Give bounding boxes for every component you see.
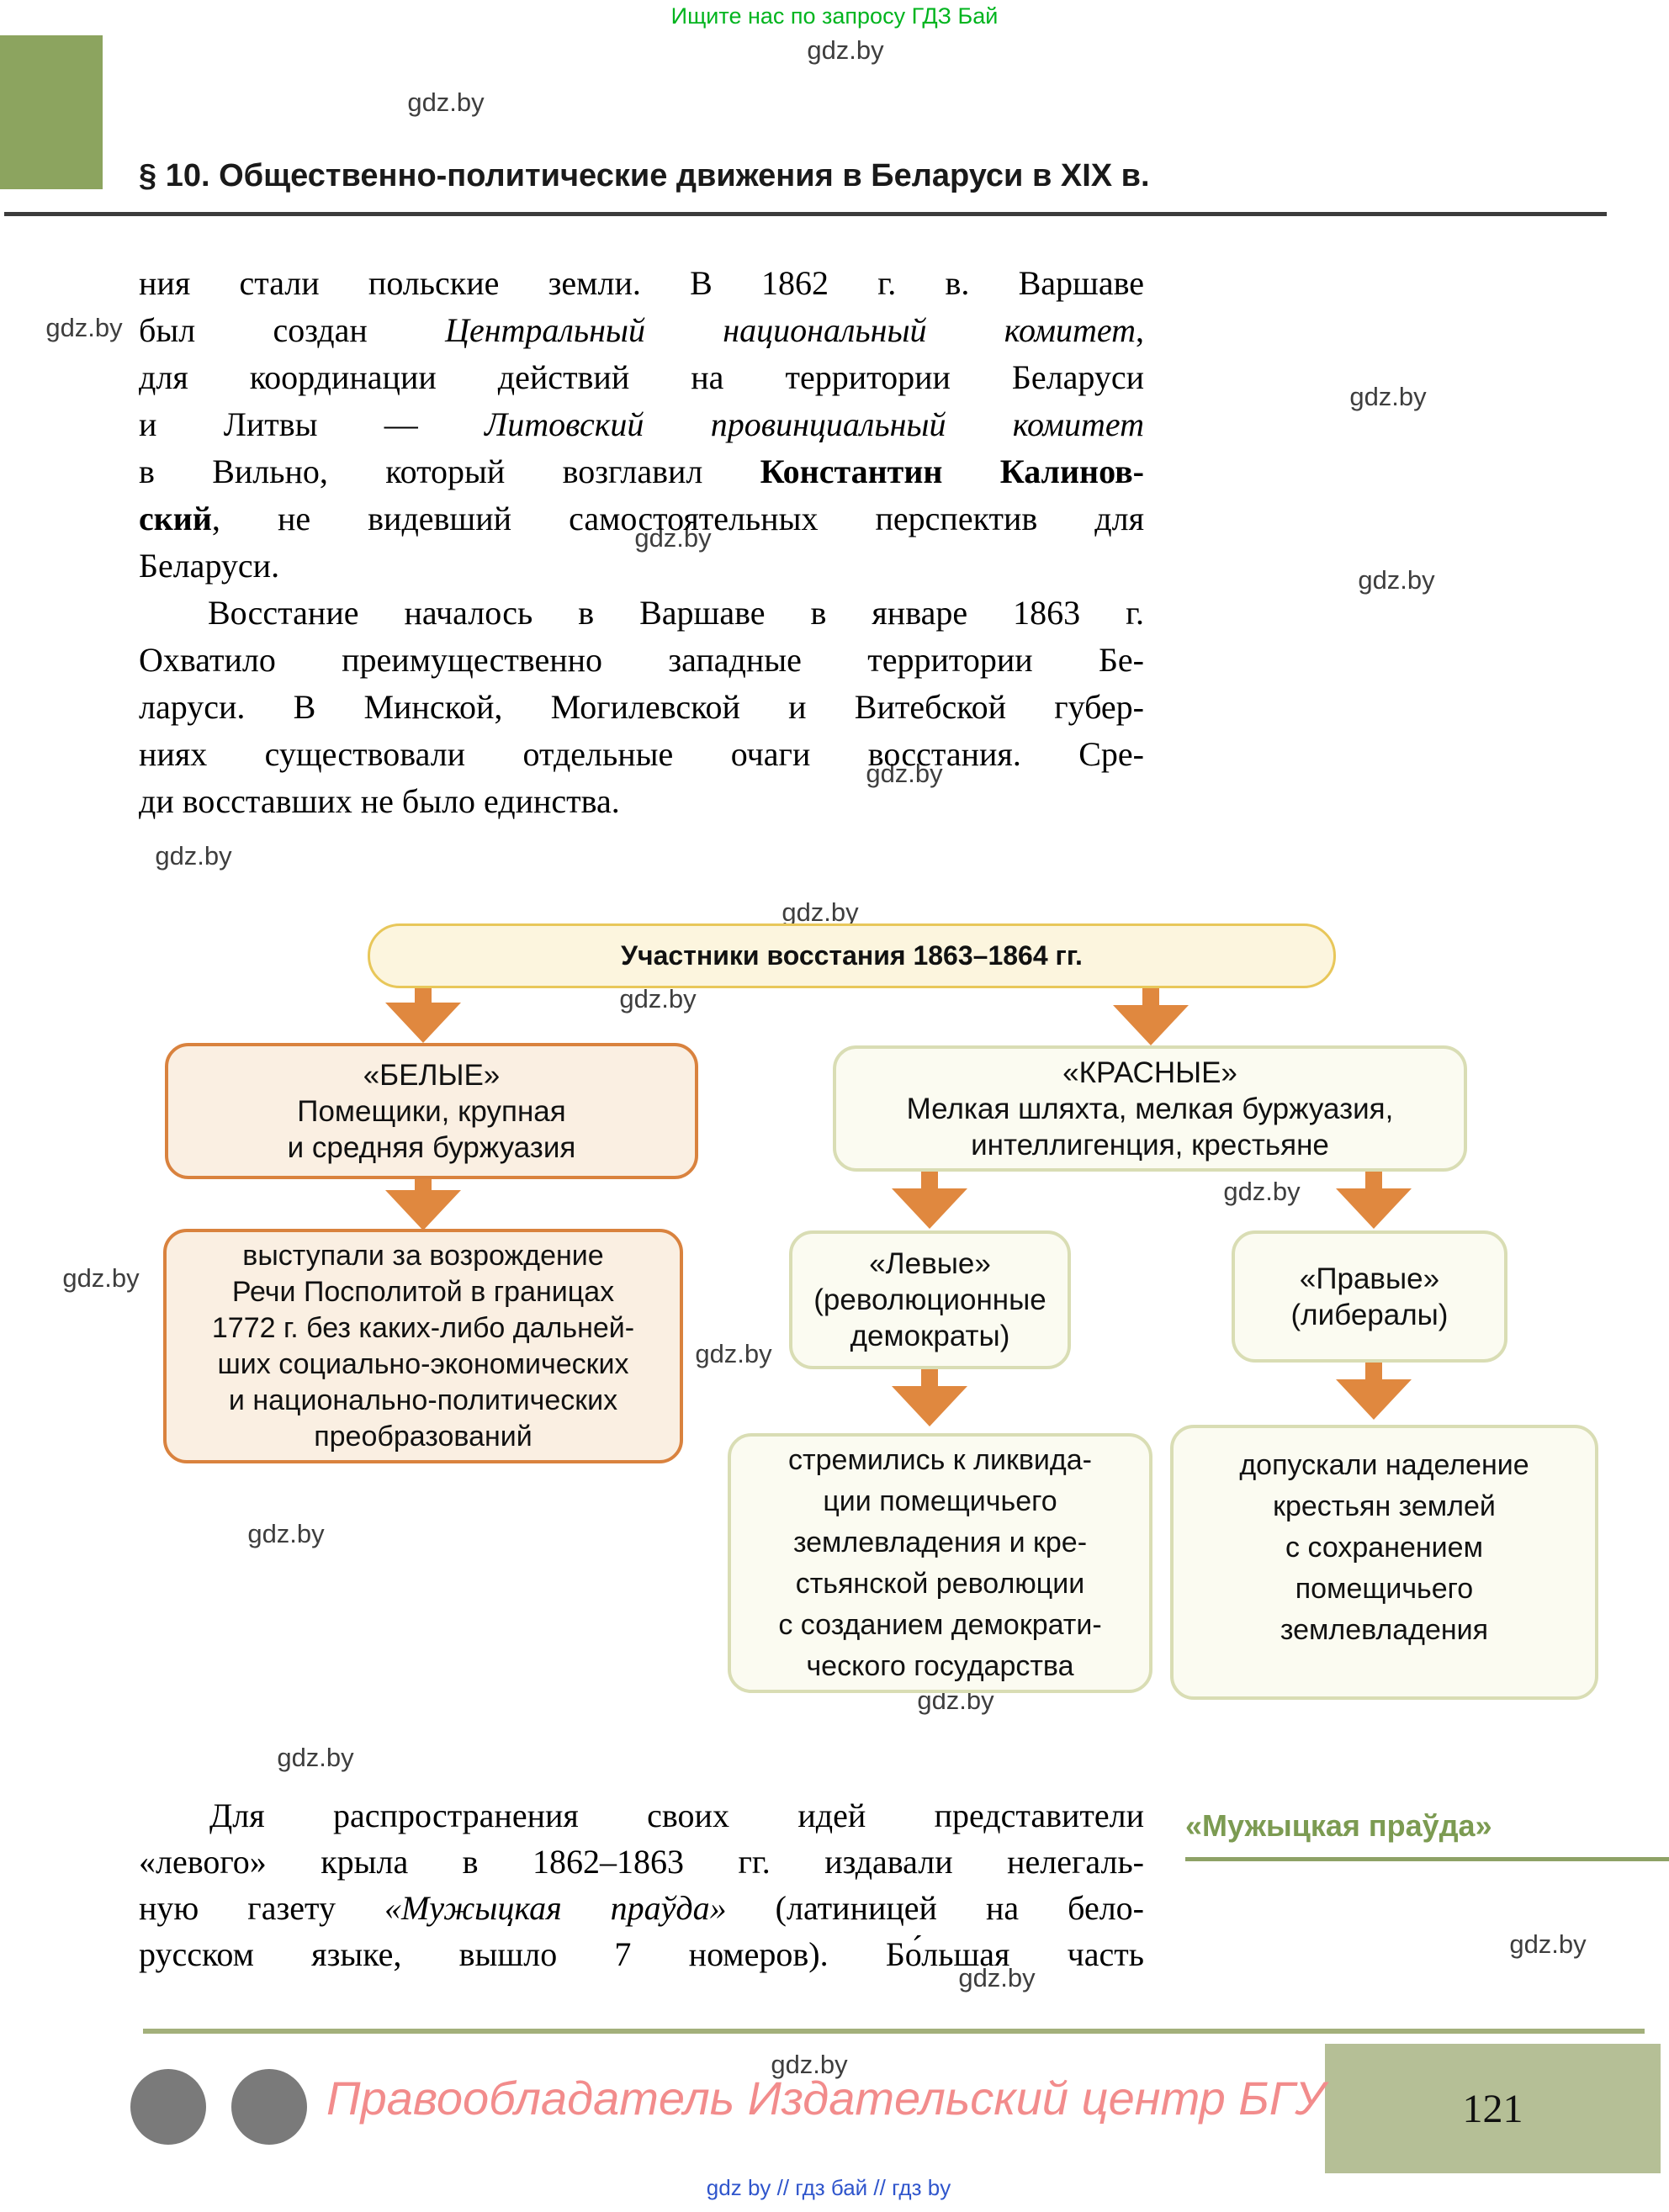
page-number-box: 121 xyxy=(1325,2044,1661,2173)
levye-description-box: стремились к ликвида- ции помещичьего зе… xyxy=(728,1433,1152,1693)
scheme-title-box: Участники восстания 1863–1864 гг. xyxy=(368,923,1336,988)
paragraph-line: и Литвы — Литовский провинциальный комит… xyxy=(139,405,1144,443)
paragraph-line: ную газету «Мужыцкая праўда» (латиницей … xyxy=(139,1889,1144,1927)
gdz-watermark: gdz.by xyxy=(695,1339,772,1368)
header-rule xyxy=(4,212,1607,216)
gdz-watermark: gdz.by xyxy=(277,1743,354,1772)
gdz-watermark: gdz.by xyxy=(45,313,123,342)
arrow-down-icon xyxy=(892,1369,967,1426)
gdz-watermark: gdz.by xyxy=(1509,1929,1587,1959)
paragraph-line: ларуси. В Минской, Могилевской и Витебск… xyxy=(139,688,1144,726)
scheme-title: Участники восстания 1863–1864 гг. xyxy=(621,940,1083,971)
paragraph-line: в Вильно, который возглавил Константин К… xyxy=(139,452,1145,490)
body-text-column: Для распространения своих идей представи… xyxy=(139,1792,1144,1977)
paragraph-line: для координации действий на территории Б… xyxy=(139,358,1144,396)
promo-banner: Ищите нас по запросу ГДЗ Бай xyxy=(670,3,999,29)
gdz-watermark: gdz.by xyxy=(155,841,232,871)
gdz-watermark: gdz.by xyxy=(782,897,859,927)
margin-note: «Мужыцкая праўда» xyxy=(1185,1808,1492,1843)
paragraph-line: ди восставших не было единства. xyxy=(139,782,620,820)
footer-rule xyxy=(143,2029,1645,2034)
paragraph-line: Для распространения своих идей представи… xyxy=(209,1797,1144,1834)
paragraph-line: Восстание началось в Варшаве в январе 18… xyxy=(208,594,1144,632)
margin-note-rule xyxy=(1185,1857,1669,1861)
paragraph-line: ния стали польские земли. В 1862 г. в. В… xyxy=(139,264,1144,302)
arrow-down-icon xyxy=(385,1179,461,1230)
levye-box: «Левые» (революционные демократы) xyxy=(789,1230,1071,1369)
gdz-watermark: gdz.by xyxy=(247,1519,325,1548)
belye-description-box: выступали за возрождение Речи Посполитой… xyxy=(163,1229,683,1463)
gdz-watermark: gdz.by xyxy=(1349,382,1427,411)
section-title: § 10. Общественно-политические движения … xyxy=(139,158,1150,193)
body-text-column: ния стали польские земли. В 1862 г. в. В… xyxy=(139,260,1144,825)
footer-dot-icon xyxy=(130,2069,206,2145)
paragraph-line: ниях существовали отдельные очаги восста… xyxy=(139,735,1144,773)
gdz-watermark: gdz.by xyxy=(62,1263,140,1293)
paragraph-line: русском языке, вышло 7 номеров). Бо́льша… xyxy=(139,1935,1144,1973)
paragraph-line: Охватило преимущественно западные террит… xyxy=(139,641,1144,679)
green-corner-block xyxy=(0,35,103,189)
pravye-box: «Правые» (либералы) xyxy=(1232,1230,1507,1363)
page-number: 121 xyxy=(1462,2086,1523,2131)
krasnye-box: «КРАСНЫЕ» Мелкая шляхта, мелкая буржуази… xyxy=(833,1045,1467,1172)
paragraph-line: был создан Центральный национальный коми… xyxy=(139,311,1144,349)
paragraph-line: Беларуси. xyxy=(139,547,280,585)
copyright-text: Правообладатель Издательский центр БГУ xyxy=(326,2072,1325,2125)
paragraph-line: «левого» крыла в 1862–1863 гг. издавали … xyxy=(139,1843,1144,1881)
pravye-description-box: допускали наделение крестьян землей с со… xyxy=(1170,1425,1598,1700)
arrow-down-icon xyxy=(385,988,461,1043)
gdz-watermark: gdz.by xyxy=(619,984,697,1013)
gdz-watermark: gdz.by xyxy=(634,523,712,553)
arrow-down-icon xyxy=(1113,988,1189,1045)
arrow-down-icon xyxy=(1336,1363,1412,1420)
gdz-watermark: gdz.by xyxy=(407,87,485,117)
gdz-watermark: gdz.by xyxy=(1358,565,1435,595)
gdz-watermark: gdz.by xyxy=(866,759,943,788)
footer-dot-icon xyxy=(231,2069,307,2145)
gdz-watermark: gdz.by xyxy=(958,1963,1036,1992)
footer-links: gdz by // гдз бай // гдз by xyxy=(706,2175,951,2200)
gdz-watermark: gdz.by xyxy=(771,2050,848,2079)
arrow-down-icon xyxy=(1336,1172,1412,1229)
gdz-watermark: gdz.by xyxy=(1223,1177,1301,1206)
gdz-watermark: gdz.by xyxy=(807,35,884,65)
belye-box: «БЕЛЫЕ» Помещики, крупная и средняя бурж… xyxy=(165,1043,698,1179)
arrow-down-icon xyxy=(892,1172,967,1229)
paragraph-line: ский, не видевший самостоятельных перспе… xyxy=(139,500,1144,537)
